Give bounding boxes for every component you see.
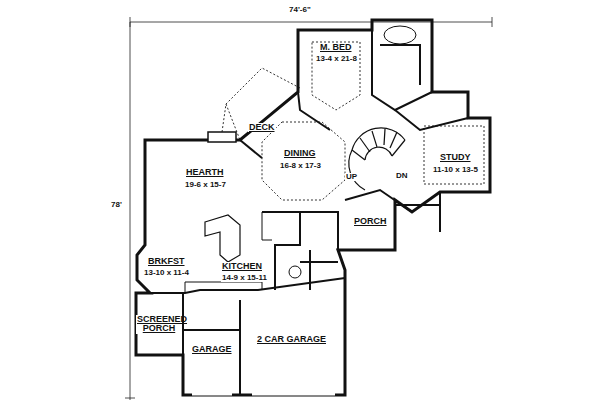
room-size: 19-6 x 15-7 xyxy=(184,181,227,189)
room-size: 13-4 x 21-8 xyxy=(315,55,358,63)
room-name: DINING xyxy=(283,149,317,158)
room-name: 2 CAR GARAGE xyxy=(256,335,327,344)
room-name: BRKFST xyxy=(147,257,186,266)
dimension: 78' xyxy=(110,201,123,209)
room-name: M. BED xyxy=(319,43,353,52)
room-name: GARAGE xyxy=(191,345,233,354)
dimension: 74'-6" xyxy=(288,6,312,14)
room-name: HEARTH xyxy=(185,168,225,177)
stair-note: UP xyxy=(345,173,358,181)
room-size: 13-10 x 11-4 xyxy=(143,269,190,277)
room-size: 14-9 x 15-11 xyxy=(221,274,268,282)
room-name: KITCHEN xyxy=(221,262,263,271)
stair-note: DN xyxy=(395,172,409,180)
room-name: PORCH xyxy=(353,217,388,226)
room-name: STUDY xyxy=(439,153,472,162)
room-size: 16-8 x 17-3 xyxy=(279,162,322,170)
room-size: 11-10 x 13-5 xyxy=(432,166,479,174)
room-name: DECK xyxy=(248,123,276,132)
room-name: SCREENED PORCH xyxy=(136,315,182,334)
